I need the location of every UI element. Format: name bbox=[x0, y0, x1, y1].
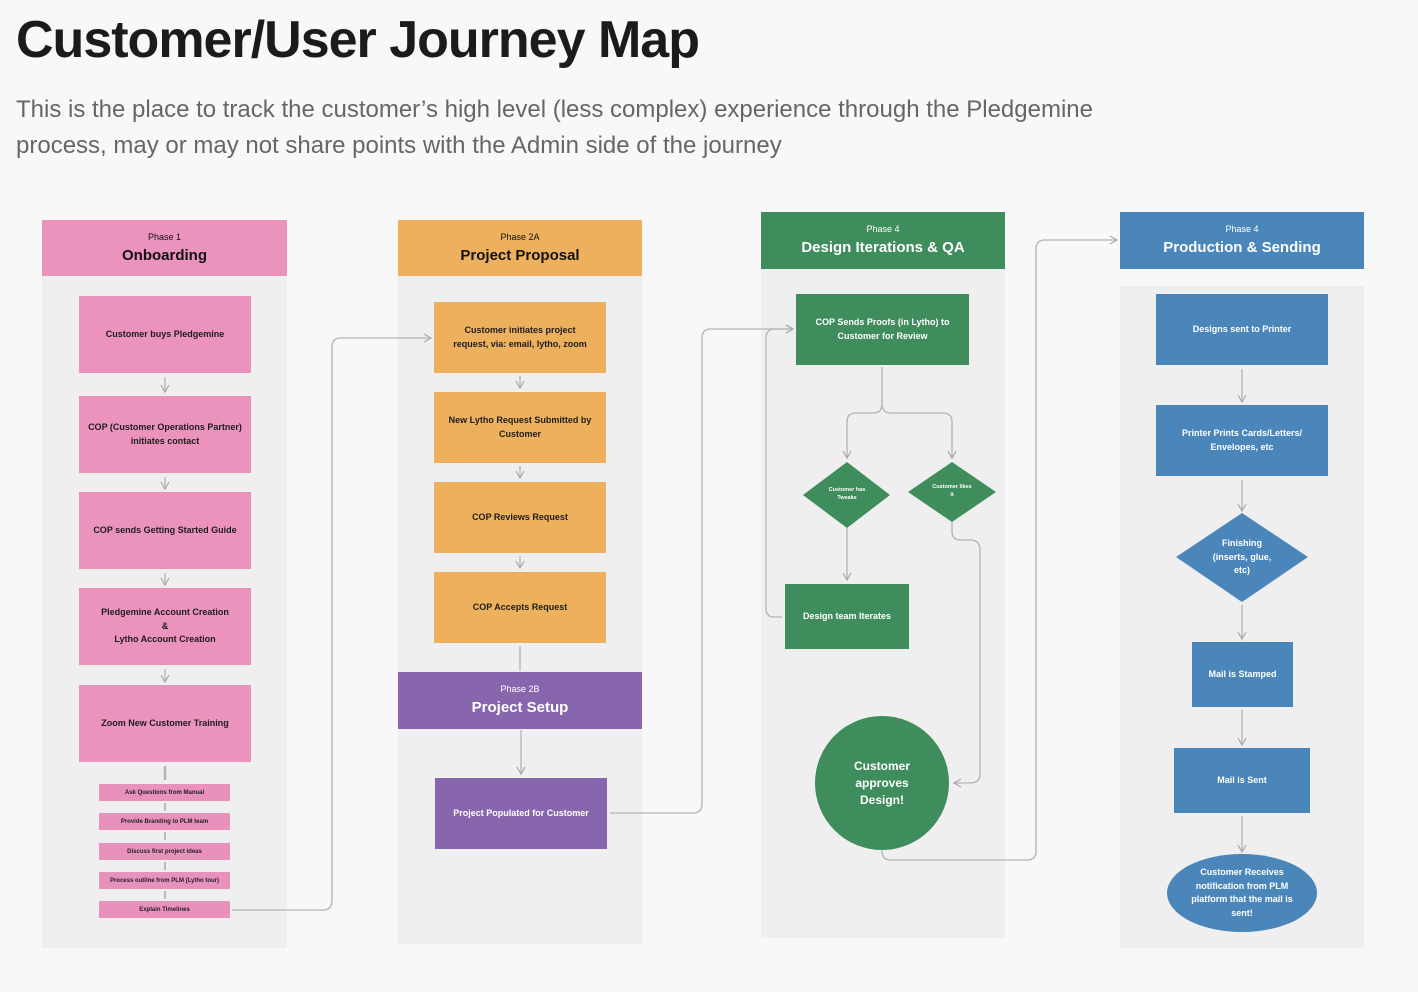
step-mail-stamped: Mail is Stamped bbox=[1192, 642, 1293, 707]
phase-name: Onboarding bbox=[122, 247, 207, 264]
step-send-proofs: COP Sends Proofs (in Lytho) to Customer … bbox=[796, 294, 969, 365]
step-mail-sent: Mail is Sent bbox=[1174, 748, 1310, 813]
finishing-label: Finishing (inserts, glue, etc) bbox=[1212, 538, 1272, 575]
training-item: Explain Timelines bbox=[99, 901, 230, 918]
wire-likes-approve bbox=[951, 522, 981, 788]
step-cop-reviews: COP Reviews Request bbox=[434, 482, 606, 553]
wire-proofs-split-right bbox=[881, 403, 957, 460]
step-getting-started: COP sends Getting Started Guide bbox=[79, 492, 251, 569]
training-link bbox=[164, 862, 166, 870]
wire-iterate-loop bbox=[765, 324, 795, 618]
phase-number: Phase 4 bbox=[866, 224, 900, 234]
step-customer-buys: Customer buys Pledgemine bbox=[79, 296, 251, 373]
step-initiate-request: Customer initiates project request, via:… bbox=[434, 302, 606, 373]
finishing-diamond bbox=[1176, 513, 1308, 602]
wire-setup-to-design bbox=[610, 324, 795, 814]
decision-likes-diamond bbox=[908, 462, 996, 522]
wire-approve-production bbox=[881, 235, 1119, 861]
step-zoom-training: Zoom New Customer Training bbox=[79, 685, 251, 762]
training-item: Ask Questions from Manual bbox=[99, 784, 230, 801]
phase-name: Design Iterations & QA bbox=[801, 239, 965, 256]
notification-ellipse bbox=[1167, 854, 1317, 932]
step-design-iterates: Design team Iterates bbox=[785, 584, 909, 649]
training-item: Discuss first project ideas bbox=[99, 843, 230, 860]
phase-name: Production & Sending bbox=[1163, 239, 1321, 256]
step-lytho-request: New Lytho Request Submitted by Customer bbox=[434, 392, 606, 463]
training-link bbox=[164, 803, 166, 811]
step-printer-prints: Printer Prints Cards/Letters/ Envelopes,… bbox=[1156, 405, 1328, 476]
wire-timelines-to-proposal bbox=[232, 333, 433, 911]
phase-number: Phase 4 bbox=[1225, 224, 1259, 234]
phase-setup-header: Phase 2B Project Setup bbox=[398, 672, 642, 729]
phase-number: Phase 2B bbox=[500, 684, 540, 694]
step-project-populated: Project Populated for Customer bbox=[435, 778, 607, 849]
decision-tweaks-label: Customer has Tweaks bbox=[828, 487, 866, 501]
phase-name: Project Setup bbox=[471, 699, 569, 716]
phase-number: Phase 2A bbox=[500, 232, 540, 242]
phase-onboarding-header: Phase 1 Onboarding bbox=[42, 220, 287, 276]
step-cop-accepts: COP Accepts Request bbox=[434, 572, 606, 643]
phase-name: Project Proposal bbox=[460, 247, 580, 264]
page-title: Customer/User Journey Map bbox=[16, 11, 700, 69]
phase-design-header: Phase 4 Design Iterations & QA bbox=[761, 212, 1005, 269]
training-item: Process outline from PLM (Lytho tour) bbox=[99, 872, 230, 889]
page-subtitle: This is the place to track the customer’… bbox=[16, 96, 1093, 159]
step-sent-to-printer: Designs sent to Printer bbox=[1156, 294, 1328, 365]
training-item: Provide Branding to PLM team bbox=[99, 813, 230, 830]
training-link bbox=[164, 891, 166, 899]
decision-tweaks-diamond bbox=[803, 462, 890, 528]
step-cop-initiates: COP (Customer Operations Partner) initia… bbox=[79, 396, 251, 473]
decision-likes-label: Customer likes it bbox=[932, 484, 972, 498]
notification-label: Customer Receives notification from PLM … bbox=[1191, 867, 1293, 918]
phase-number: Phase 1 bbox=[147, 232, 182, 242]
step-account-creation: Pledgemine Account Creation & Lytho Acco… bbox=[79, 588, 251, 665]
wire-proofs-split bbox=[842, 367, 883, 460]
training-link bbox=[164, 832, 166, 840]
phase-production-header: Phase 4 Production & Sending bbox=[1120, 212, 1364, 269]
phase-proposal-header: Phase 2A Project Proposal bbox=[398, 220, 642, 276]
step-customer-approves: Customer approves Design! bbox=[815, 716, 949, 850]
